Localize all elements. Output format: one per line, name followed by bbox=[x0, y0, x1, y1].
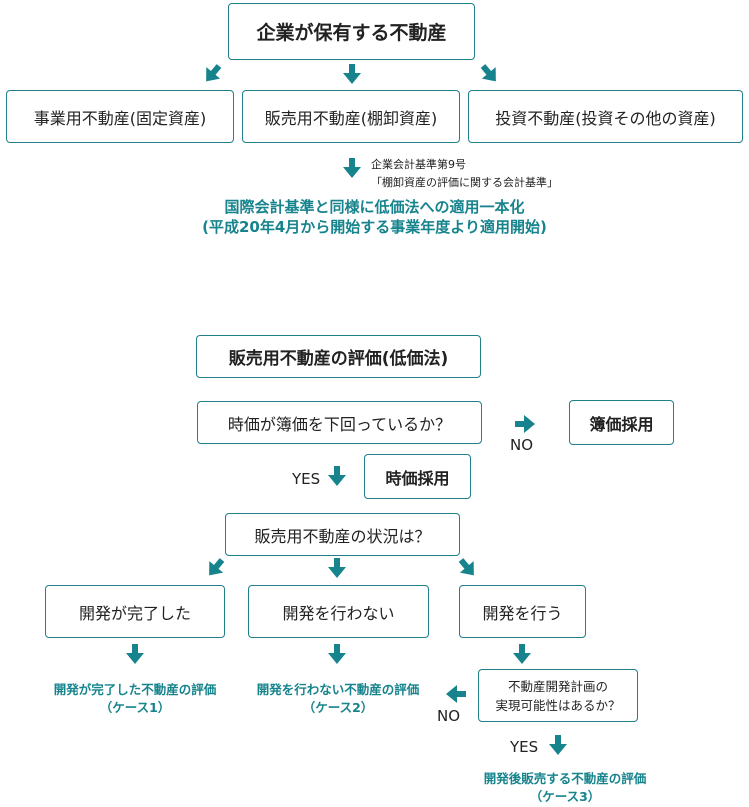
question1-box: 時価が簿価を下回っているか？ bbox=[197, 401, 482, 444]
question3-line2: 実現可能性はあるか？ bbox=[495, 697, 621, 713]
enterprise-real-estate-box: 企業が保有する不動産 bbox=[228, 3, 475, 60]
book-value-label: 簿価採用 bbox=[589, 414, 654, 434]
yes-label: YES bbox=[292, 470, 321, 488]
sales-use-label: 販売用不動産(棚卸資産) bbox=[264, 108, 438, 128]
market-value-box: 時価採用 bbox=[364, 454, 471, 499]
no-label: NO bbox=[510, 436, 534, 454]
sales-use-box: 販売用不動産(棚卸資産) bbox=[242, 90, 460, 143]
arrow-down-icon bbox=[126, 644, 144, 664]
option-develop-label: 開発を行う bbox=[482, 603, 563, 623]
question1-text: 時価が簿価を下回っているか？ bbox=[227, 414, 452, 434]
headline-line1: 国際会計基準と同様に低価法への適用一本化 bbox=[224, 198, 525, 216]
arrow-down-icon bbox=[328, 466, 346, 486]
flow-title-box: 販売用不動産の評価(低価法) bbox=[196, 335, 481, 378]
headline-line2: (平成20年4月から開始する事業年度より適用開始) bbox=[202, 218, 547, 236]
case2-title: 開発を行わない不動産の評価 bbox=[256, 682, 420, 697]
market-value-label: 時価採用 bbox=[385, 468, 450, 488]
investment-box: 投資不動産(投資その他の資産) bbox=[468, 90, 743, 143]
option-completed-box: 開発が完了した bbox=[45, 585, 225, 638]
arrow-down-icon bbox=[328, 558, 346, 578]
standard-number: 企業会計基準第9号 bbox=[371, 158, 466, 171]
yes2-label: YES bbox=[510, 738, 539, 756]
no2-label: NO bbox=[437, 707, 461, 725]
question2-box: 販売用不動産の状況は？ bbox=[225, 513, 460, 556]
question2-text: 販売用不動産の状況は？ bbox=[254, 526, 431, 546]
option-no-development-label: 開発を行わない bbox=[282, 603, 395, 623]
arrow-down-left-icon bbox=[202, 554, 229, 582]
case3-number: （ケース3） bbox=[529, 789, 601, 804]
arrow-right-icon bbox=[515, 415, 535, 433]
arrow-down-icon bbox=[328, 644, 346, 664]
arrow-down-icon bbox=[549, 735, 567, 755]
arrow-down-icon bbox=[343, 64, 361, 84]
option-develop-box: 開発を行う bbox=[459, 585, 586, 638]
case1-number: （ケース1） bbox=[99, 700, 171, 715]
investment-label: 投資不動産(投資その他の資産) bbox=[495, 108, 716, 128]
book-value-box: 簿価採用 bbox=[569, 400, 674, 445]
case1-title: 開発が完了した不動産の評価 bbox=[53, 682, 217, 697]
option-completed-label: 開発が完了した bbox=[78, 603, 191, 623]
arrow-down-right-icon bbox=[476, 60, 503, 88]
arrow-down-icon bbox=[343, 158, 361, 178]
question3-box: 不動産開発計画の 実現可能性はあるか？ bbox=[478, 669, 638, 722]
business-use-box: 事業用不動産(固定資産) bbox=[6, 90, 234, 143]
standard-name: 「棚卸資産の評価に関する会計基準」 bbox=[371, 176, 558, 189]
option-no-development-box: 開発を行わない bbox=[248, 585, 429, 638]
enterprise-real-estate-title: 企業が保有する不動産 bbox=[256, 22, 447, 44]
arrow-down-left-icon bbox=[199, 60, 226, 88]
case2-number: （ケース2） bbox=[302, 700, 374, 715]
question3-line1: 不動産開発計画の bbox=[507, 678, 608, 694]
arrow-down-right-icon bbox=[454, 554, 481, 582]
case3-title: 開発後販売する不動産の評価 bbox=[483, 771, 647, 786]
flow-title: 販売用不動産の評価(低価法) bbox=[228, 349, 449, 369]
business-use-label: 事業用不動産(固定資産) bbox=[33, 108, 207, 128]
arrow-down-icon bbox=[513, 644, 531, 664]
